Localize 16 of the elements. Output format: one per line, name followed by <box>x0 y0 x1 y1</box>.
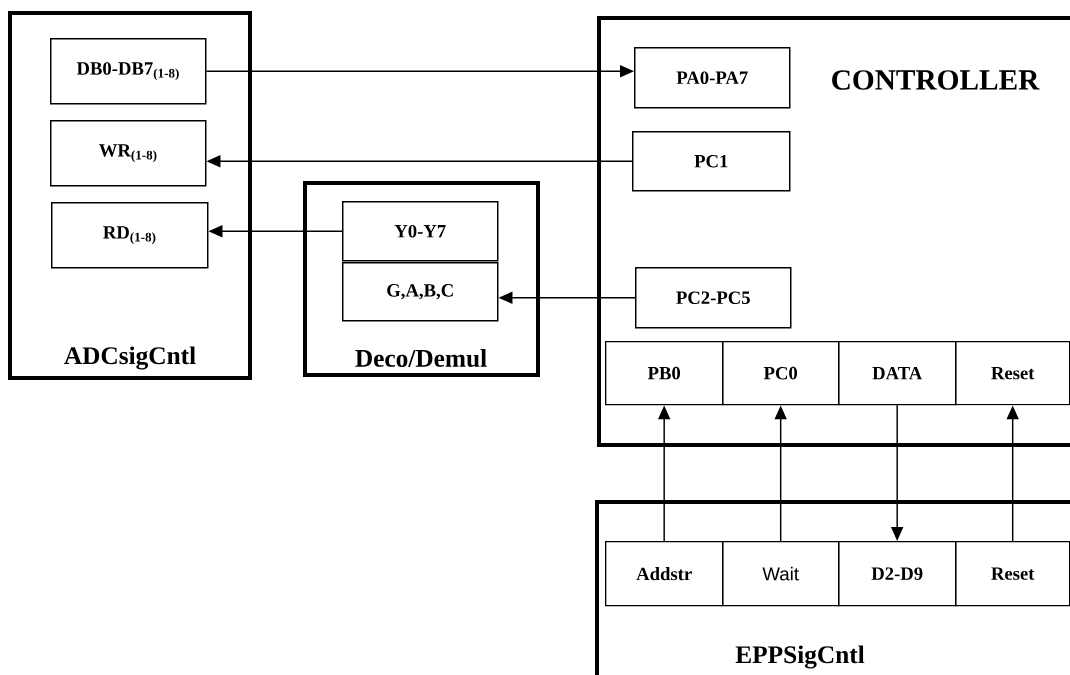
signal-cell: Reset <box>955 541 1070 607</box>
signal-box: PC1 <box>632 131 791 192</box>
signal-box: WR$_{(1-8)}$ <box>50 120 207 187</box>
signal-cell: Wait <box>722 541 840 607</box>
signal-box: Y0-Y7 <box>342 201 499 262</box>
signal-box: RD$_{(1-8)}$ <box>51 202 209 269</box>
signal-box: PA0-PA7 <box>634 47 791 109</box>
signal-cell: PB0 <box>605 341 724 406</box>
signal-cell: PC0 <box>722 341 840 406</box>
signal-cell: DATA <box>838 341 957 406</box>
signal-box: G,A,B,C <box>342 262 499 322</box>
signal-box: DB0-DB7$_{(1-8)}$ <box>50 38 207 105</box>
signal-cell: Reset <box>955 341 1070 406</box>
signal-cell: D2-D9 <box>838 541 957 607</box>
signal-cell: Addstr <box>605 541 724 607</box>
signal-box: PC2-PC5 <box>635 267 792 329</box>
